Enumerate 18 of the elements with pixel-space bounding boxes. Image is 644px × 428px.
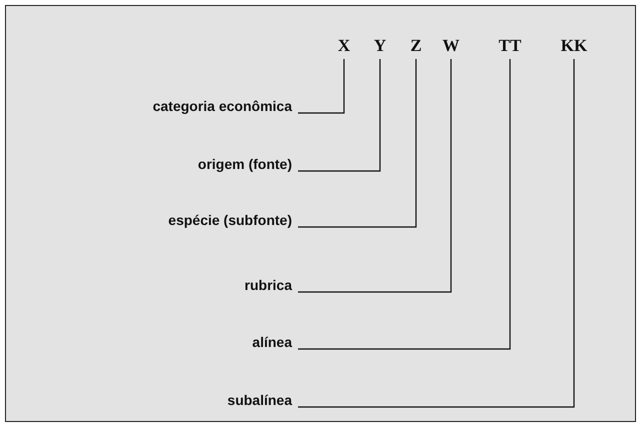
leader-line (298, 59, 417, 228)
code-letter: Z (410, 36, 422, 56)
code-letter: Y (374, 36, 386, 56)
field-label: alínea (252, 333, 292, 351)
leader-line (298, 59, 452, 293)
field-label: rubrica (244, 276, 292, 294)
code-letter: TT (498, 36, 522, 56)
leader-line (298, 59, 345, 114)
leader-line (298, 59, 575, 408)
field-label: origem (fonte) (198, 155, 292, 173)
field-label: espécie (subfonte) (168, 211, 292, 229)
code-letter: KK (560, 36, 588, 56)
code-letter: W (442, 36, 460, 56)
code-letter: X (338, 36, 350, 56)
field-label: subalínea (227, 391, 292, 409)
field-label: categoria econômica (152, 97, 292, 115)
leader-line (298, 59, 381, 172)
leader-line (298, 59, 511, 350)
